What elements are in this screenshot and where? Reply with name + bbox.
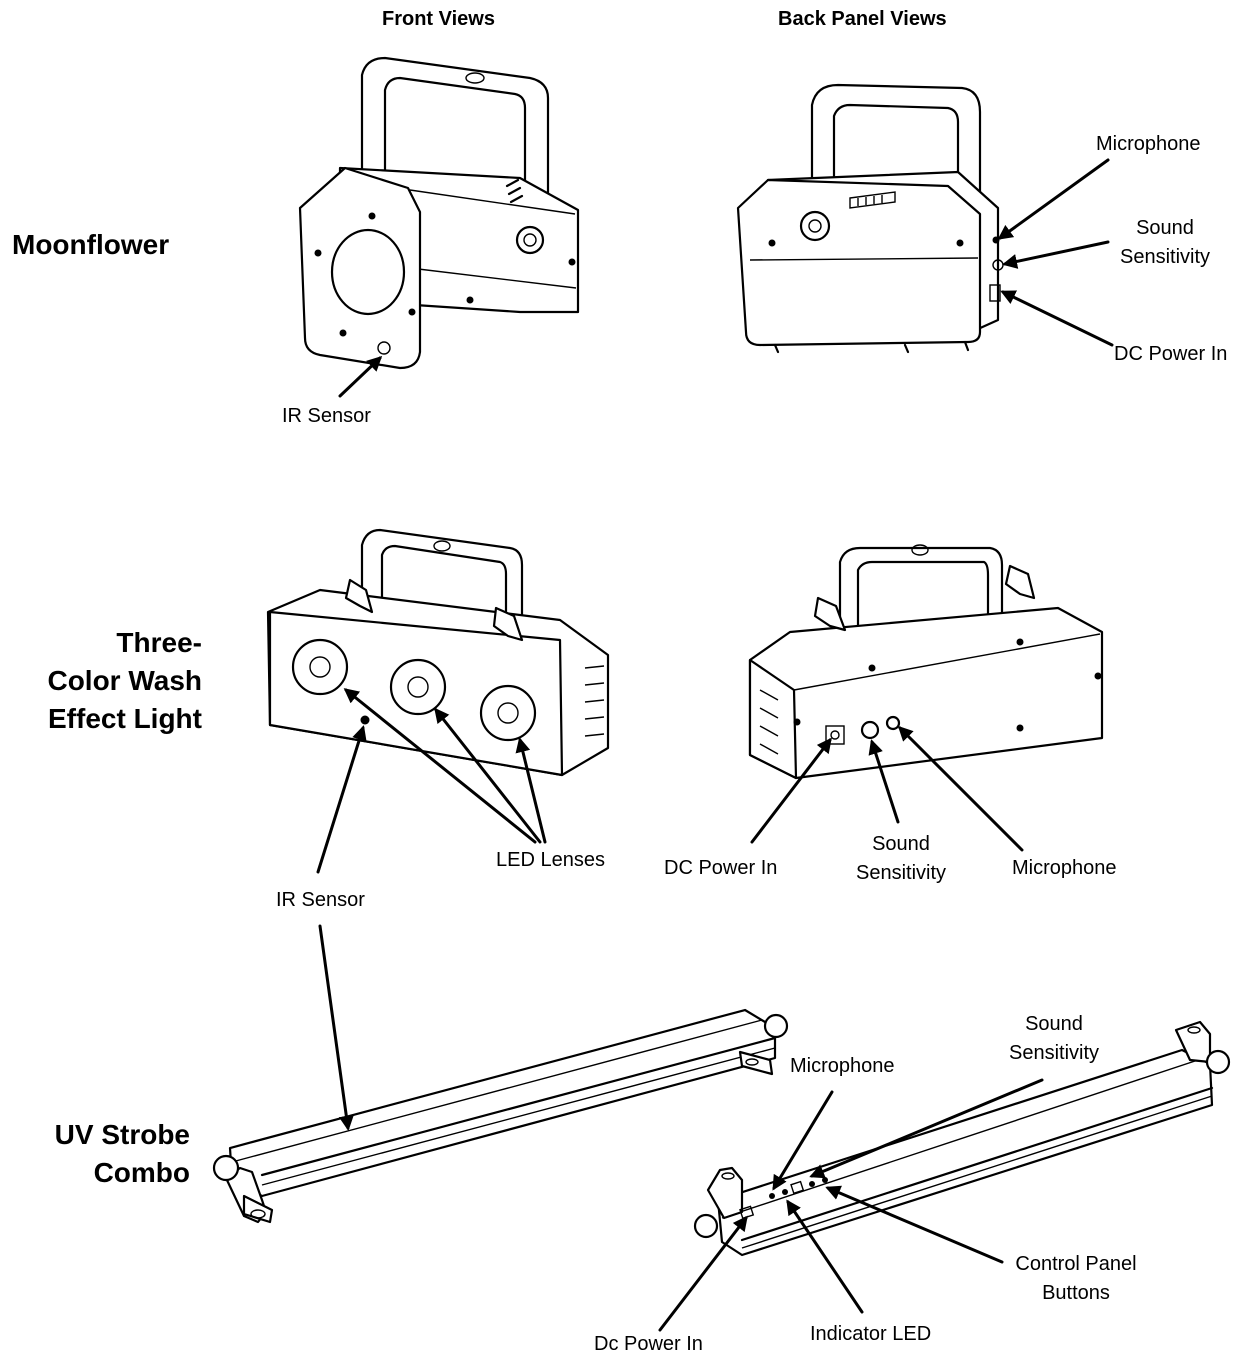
product-three-color-wash: Three- Color Wash Effect Light	[0, 624, 202, 738]
arrow-uv-microphone	[772, 1090, 834, 1191]
header-back-panel-views: Back Panel Views	[778, 8, 947, 30]
label-wash-sound-line-2: Sensitivity	[855, 862, 947, 884]
uv-front-drawing	[212, 1008, 789, 1224]
product-wash-line-1: Three-	[116, 627, 202, 658]
arrow-wash-lens-1	[343, 688, 537, 844]
product-uv-line-2: Combo	[93, 1157, 190, 1188]
wash-front-drawing	[266, 528, 610, 777]
arrow-mf-sound	[1002, 240, 1110, 269]
moonflower-back-drawing	[736, 83, 1004, 354]
arrow-uv-sound	[809, 1078, 1044, 1179]
label-wash-ir-sensor: IR Sensor	[276, 889, 365, 911]
arrow-mf-ir-sensor	[338, 355, 383, 398]
product-uv-line-1: UV Strobe	[54, 1119, 190, 1150]
moonflower-front-drawing	[298, 56, 580, 370]
arrow-wash-microphone	[897, 725, 1024, 852]
product-uv-strobe-combo: UV Strobe Combo	[0, 1116, 190, 1192]
arrow-mf-dc-power	[1000, 290, 1114, 347]
arrow-wash-ir-sensor	[316, 725, 367, 874]
label-mf-sound-line-2: Sensitivity	[1119, 246, 1211, 268]
label-mf-dc-power: DC Power In	[1114, 343, 1228, 365]
label-wash-led-lenses: LED Lenses	[496, 849, 605, 871]
label-wash-sound-sensitivity: Sound Sensitivity	[846, 830, 956, 888]
label-uv-control-panel-buttons: Control Panel Buttons	[1006, 1250, 1146, 1308]
arrow-mf-microphone	[997, 158, 1110, 240]
label-uv-sound-line-2: Sensitivity	[1008, 1042, 1100, 1064]
arrow-wash-lens-2	[434, 707, 542, 844]
arrow-uv-indicator	[786, 1199, 864, 1314]
label-uv-indicator-led: Indicator LED	[810, 1323, 932, 1345]
label-mf-ir-sensor: IR Sensor	[282, 405, 371, 427]
label-wash-sound-line-1: Sound	[872, 833, 930, 855]
label-wash-dc-power: DC Power In	[664, 857, 778, 879]
header-front-views: Front Views	[382, 8, 495, 30]
arrow-uv-dc-power	[658, 1215, 748, 1332]
wash-back-drawing	[748, 544, 1104, 780]
label-wash-microphone: Microphone	[1012, 857, 1117, 879]
label-uv-control-line-2: Buttons	[1042, 1282, 1110, 1304]
product-moonflower: Moonflower	[12, 229, 170, 260]
label-uv-microphone: Microphone	[790, 1055, 895, 1077]
label-uv-dc-power: Dc Power In	[594, 1333, 703, 1355]
arrow-uv-ir-sensor	[318, 924, 354, 1131]
label-uv-sound-line-1: Sound	[1025, 1013, 1083, 1035]
uv-back-drawing	[693, 1020, 1231, 1257]
arrow-wash-sound	[868, 739, 900, 824]
label-mf-microphone: Microphone	[1096, 133, 1201, 155]
label-mf-sound-line-1: Sound	[1136, 217, 1194, 239]
arrow-wash-lens-3	[515, 737, 547, 844]
label-mf-sound-sensitivity: Sound Sensitivity	[1110, 214, 1220, 272]
label-uv-sound-sensitivity: Sound Sensitivity	[998, 1010, 1110, 1068]
arrow-uv-control	[825, 1185, 1004, 1264]
arrow-wash-dc-power	[750, 737, 832, 844]
product-wash-line-3: Effect Light	[48, 703, 202, 734]
label-uv-control-line-1: Control Panel	[1015, 1253, 1137, 1275]
product-wash-line-2: Color Wash	[47, 665, 202, 696]
